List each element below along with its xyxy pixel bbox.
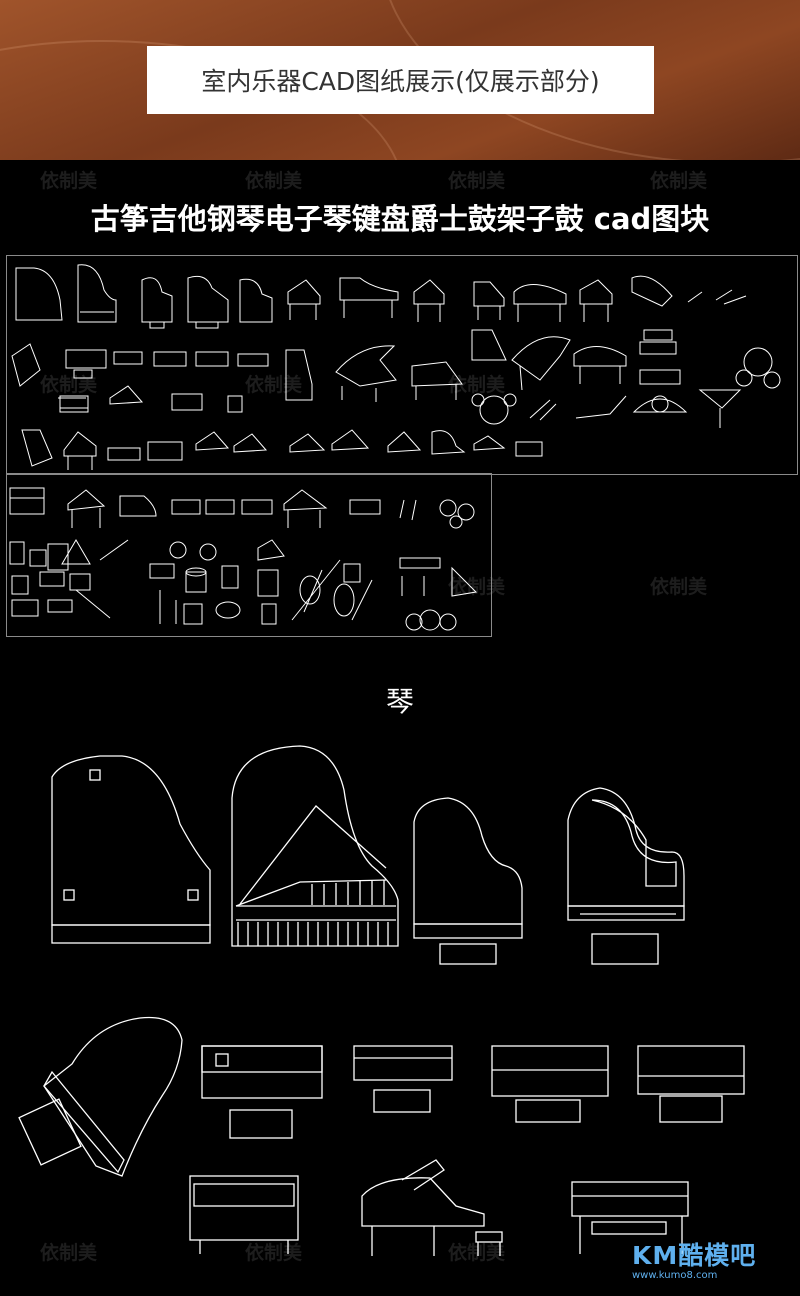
keyboard-drawing-4 [637, 1045, 745, 1123]
cad-overview-panel-bottom [6, 473, 492, 637]
overview-thumbnails [9, 264, 781, 631]
watermark: 依制美 [448, 170, 506, 192]
watermark: 依制美 [245, 170, 303, 192]
main-title: 古筝吉他钢琴电子琴键盘爵士鼓架子鼓 cad图块 [90, 202, 710, 236]
watermark: 依制美 [448, 1242, 506, 1264]
watermark: 依制美 [448, 576, 506, 598]
grand-piano-elevation-drawing [361, 1159, 503, 1256]
piano-drawing-1 [51, 755, 211, 944]
watermark: 依制美 [40, 374, 98, 396]
watermark: 依制美 [40, 1242, 98, 1264]
cad-overview-panel-top [6, 255, 798, 475]
piano-drawing-3 [413, 797, 523, 965]
watermark: 依制美 [40, 170, 98, 192]
upright-piano-drawing [189, 1175, 299, 1254]
header-title: 室内乐器CAD图纸展示(仅展示部分) [201, 67, 600, 96]
watermark: 依制美 [245, 374, 303, 396]
upright-piano-drawing-2 [571, 1181, 689, 1254]
brand-url: www.kumo8.com [632, 1270, 718, 1281]
watermark: 依制美 [448, 374, 506, 396]
piano-drawing-4 [567, 787, 685, 965]
keyboard-drawing-3 [491, 1045, 609, 1123]
piano-drawing-5 [18, 1016, 183, 1177]
section-title: 琴 [385, 685, 414, 718]
watermark: 依制美 [650, 170, 708, 192]
header-banner: 室内乐器CAD图纸展示(仅展示部分) [0, 0, 800, 160]
header-title-box: 室内乐器CAD图纸展示(仅展示部分) [147, 46, 654, 114]
piano-drawing-2 [231, 745, 399, 947]
keyboard-drawing-1 [201, 1045, 323, 1139]
watermark: 依制美 [650, 576, 708, 598]
brand-name: KM酷模吧 [632, 1241, 757, 1270]
brand-logo: KM酷模吧 www.kumo8.com [632, 1236, 782, 1281]
keyboard-drawing-2 [353, 1045, 453, 1113]
